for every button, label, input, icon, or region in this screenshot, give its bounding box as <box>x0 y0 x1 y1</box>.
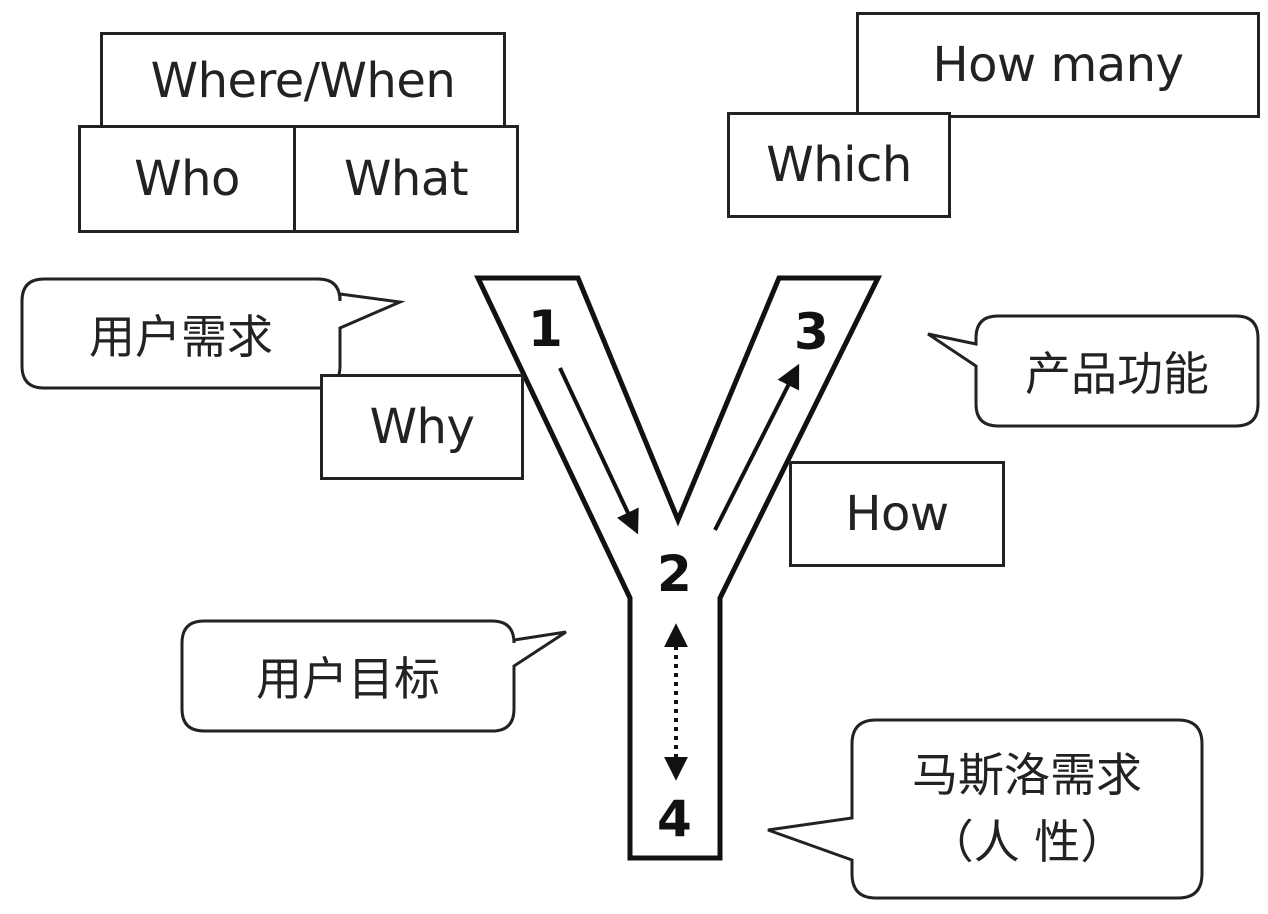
why-box: Why <box>320 374 524 480</box>
who-label: Who <box>134 151 240 207</box>
user-goals-label: 用户目标 <box>256 652 440 706</box>
where-when-label: Where/When <box>150 53 456 109</box>
why-label: Why <box>369 399 475 455</box>
step-4-number: 4 <box>657 790 692 848</box>
where-when-box: Where/When <box>100 32 506 130</box>
what-box: What <box>293 125 519 233</box>
product-features-text: 产品功能 <box>976 316 1258 426</box>
step-3-number: 3 <box>794 303 829 361</box>
which-box: Which <box>727 112 951 218</box>
who-box: Who <box>78 125 296 233</box>
how-many-label: How many <box>932 37 1184 93</box>
step-2-number: 2 <box>657 545 692 603</box>
how-box: How <box>789 461 1005 567</box>
arrow-1-to-2 <box>558 367 639 535</box>
user-goals-text: 用户目标 <box>182 621 514 731</box>
how-label: How <box>845 486 949 542</box>
arrow-2-to-3 <box>713 363 800 531</box>
maslow-label-line2: （人 性） <box>927 815 1127 869</box>
user-needs-text: 用户需求 <box>22 279 340 388</box>
step-1-number: 1 <box>528 300 563 358</box>
what-label: What <box>343 151 469 207</box>
y-shape <box>474 275 883 861</box>
which-label: Which <box>766 137 912 193</box>
maslow-text: 马斯洛需求 （人 性） <box>852 724 1202 894</box>
bubble-user-goals <box>180 619 567 733</box>
maslow-label-line1: 马斯洛需求 <box>912 748 1142 803</box>
product-features-label: 产品功能 <box>1025 347 1209 401</box>
bubble-maslow <box>767 718 1204 900</box>
how-many-box: How many <box>856 12 1260 118</box>
bubble-product-features <box>927 314 1260 428</box>
user-needs-label: 用户需求 <box>89 309 273 364</box>
